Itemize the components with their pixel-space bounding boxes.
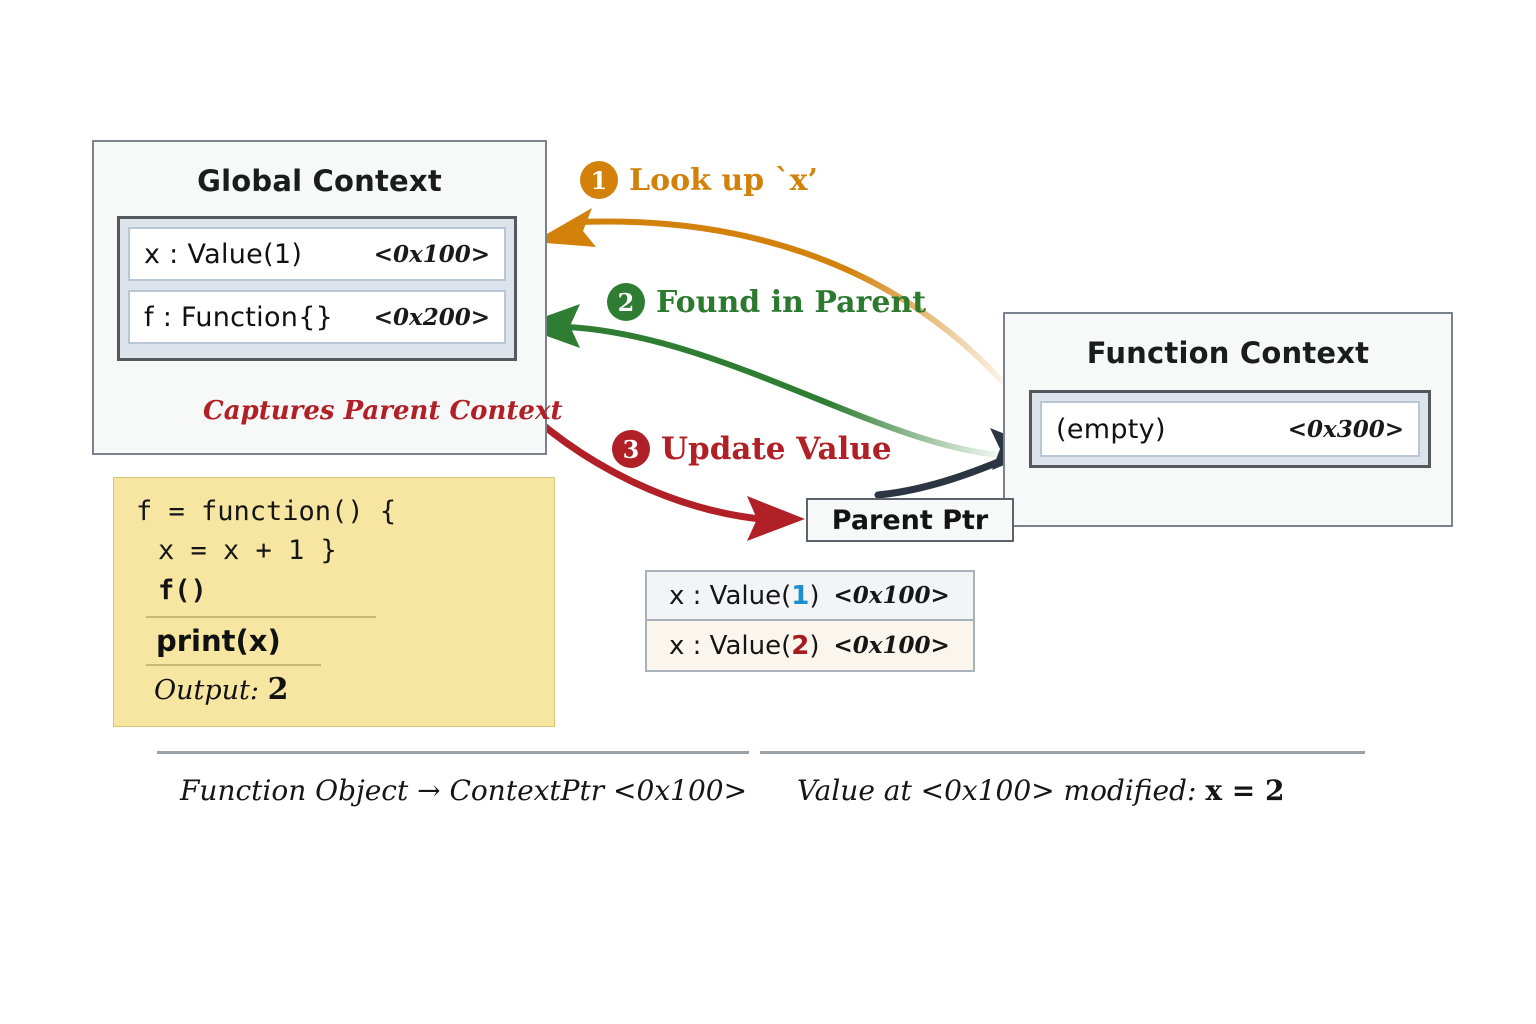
output-label: Output: — [154, 675, 259, 707]
slot-key: (empty) — [1056, 413, 1166, 445]
value-number: 2 — [791, 630, 810, 661]
value-prefix: x : Value( — [669, 630, 792, 661]
table-row: x : Value( 1 ) <0x100> — [647, 572, 973, 621]
step-label: Found in Parent — [656, 284, 927, 320]
captures-parent-context-label: Captures Parent Context — [203, 396, 563, 426]
global-context-slot-panel: x : Value(1) <0x100> f : Function{} <0x2… — [117, 216, 517, 361]
function-context-title: Function Context — [1086, 336, 1370, 370]
code-line-3: f() — [158, 574, 207, 606]
code-print-statement: print(x) — [156, 624, 281, 659]
value-history-table: x : Value( 1 ) <0x100> x : Value( 2 ) <0… — [645, 570, 975, 672]
function-context-slot-panel: (empty) <0x300> — [1029, 390, 1431, 468]
footnote-function-object: Function Object → ContextPtr <0x100> — [180, 774, 748, 807]
footnote-prefix: Value at <0x100> modified: — [797, 774, 1206, 807]
value-number: 1 — [791, 580, 810, 611]
step-number-badge: 3 — [612, 430, 650, 468]
parent-ptr-box: Parent Ptr — [806, 498, 1014, 542]
slot-key: f : Function{} — [144, 301, 334, 333]
global-context-title: Global Context — [197, 164, 442, 198]
code-sticky-note: f = function() { x = x + 1 } f() print(x… — [113, 477, 555, 727]
code-output-line: Output: 2 — [136, 672, 532, 707]
footer-divider-right — [760, 751, 1365, 754]
step-number-badge: 1 — [580, 161, 618, 199]
step-label: Look up `x’ — [629, 162, 818, 198]
global-context-box: Global Context x : Value(1) <0x100> f : … — [92, 140, 547, 455]
step-2-found-in-parent: 2 Found in Parent — [607, 283, 926, 321]
footer-divider-left — [157, 751, 749, 754]
code-line-2: x = x + 1 } — [158, 535, 337, 567]
code-line-1: f = function() { — [136, 496, 397, 527]
slot-function-empty: (empty) <0x300> — [1040, 401, 1420, 457]
step-number-badge: 2 — [607, 283, 645, 321]
step-3-update-value: 3 Update Value — [612, 430, 892, 468]
note-divider-2 — [146, 664, 321, 667]
function-context-box: Function Context (empty) <0x300> — [1003, 312, 1453, 527]
value-prefix: x : Value( — [669, 580, 792, 611]
value-suffix: ) — [809, 630, 820, 661]
step-1-look-up-x: 1 Look up `x’ — [580, 161, 818, 199]
slot-global-f: f : Function{} <0x200> — [128, 290, 506, 344]
note-divider-1 — [146, 616, 376, 619]
footnote-value: x = 2 — [1205, 774, 1285, 807]
table-row: x : Value( 2 ) <0x100> — [647, 621, 973, 670]
slot-address: <0x100> — [373, 240, 490, 268]
footnote-value-modified: Value at <0x100> modified: x = 2 — [797, 774, 1284, 807]
value-address: <0x100> — [833, 582, 950, 609]
slot-address: <0x200> — [373, 303, 490, 331]
output-value: 2 — [267, 672, 289, 708]
slot-address: <0x300> — [1287, 415, 1404, 443]
step-label: Update Value — [661, 431, 892, 467]
value-address: <0x100> — [833, 632, 950, 659]
slot-key: x : Value(1) — [144, 238, 303, 270]
value-suffix: ) — [809, 580, 820, 611]
slot-global-x: x : Value(1) <0x100> — [128, 227, 506, 281]
